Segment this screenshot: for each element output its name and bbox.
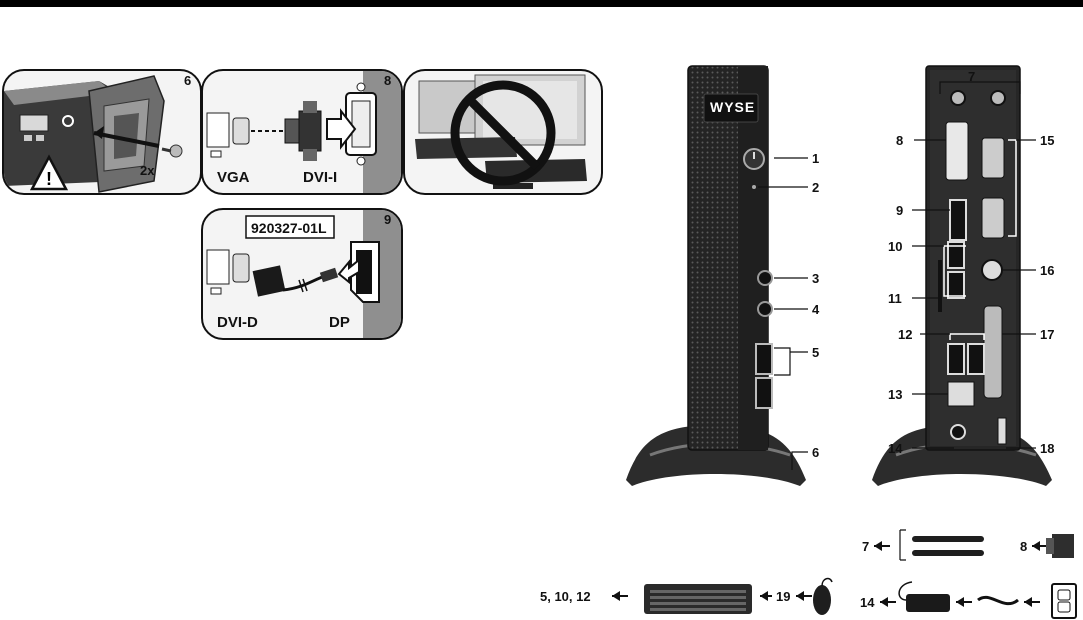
front-callout-4: 4 bbox=[812, 302, 819, 317]
kensington-slot-icon bbox=[938, 260, 942, 312]
ethernet-port-icon bbox=[948, 382, 974, 406]
rear-callout-16: 16 bbox=[1040, 263, 1054, 278]
serial-port-icon bbox=[982, 198, 1004, 238]
rear-callout-18: 18 bbox=[1040, 441, 1054, 456]
rear-callout-13: 13 bbox=[888, 387, 902, 402]
power-adapter-icon bbox=[906, 594, 950, 612]
rear-callout-10: 10 bbox=[888, 239, 902, 254]
adapter-label: 8 bbox=[1020, 539, 1027, 554]
wall-outlet-icon bbox=[1052, 584, 1076, 618]
headphone-jack-icon bbox=[758, 271, 772, 285]
displayport-icon bbox=[950, 200, 966, 240]
usb3-port-icon bbox=[968, 344, 984, 374]
parallel-port-icon bbox=[984, 306, 1002, 398]
power-jack-icon bbox=[951, 425, 965, 439]
front-callout-3: 3 bbox=[812, 271, 819, 286]
dvi-port-icon bbox=[946, 122, 968, 180]
power-adapter-label: 14 bbox=[860, 595, 874, 610]
antenna-connector-icon bbox=[991, 91, 1005, 105]
power-cord-icon bbox=[978, 597, 1018, 603]
rear-callout-12: 12 bbox=[898, 327, 912, 342]
rear-callout-17: 17 bbox=[1040, 327, 1054, 342]
mouse-icon bbox=[813, 585, 831, 615]
dvi-vga-adapter-icon bbox=[1052, 534, 1074, 558]
mic-jack-icon bbox=[758, 302, 772, 316]
front-callout-2: 2 bbox=[812, 180, 819, 195]
antenna-icon bbox=[912, 550, 984, 556]
rear-callout-15: 15 bbox=[1040, 133, 1054, 148]
accessories bbox=[612, 530, 1076, 618]
rear-view bbox=[872, 66, 1052, 486]
antenna-label: 7 bbox=[862, 539, 869, 554]
usb-port-icon bbox=[756, 344, 772, 374]
rear-callout-7: 7 bbox=[968, 69, 975, 84]
front-view bbox=[626, 66, 808, 486]
usb-port-icon bbox=[948, 272, 964, 298]
serial-port-icon bbox=[982, 138, 1004, 178]
rear-callout-11: 11 bbox=[888, 291, 902, 306]
mouse-label: 19 bbox=[776, 589, 790, 604]
rear-callout-9: 9 bbox=[896, 203, 903, 218]
usb3-port-icon bbox=[948, 344, 964, 374]
led-icon bbox=[752, 185, 756, 189]
device-logo: WYSE bbox=[710, 99, 755, 115]
keyboard-label: 5, 10, 12 bbox=[540, 589, 591, 604]
rear-callout-8: 8 bbox=[896, 133, 903, 148]
ps2-port-icon bbox=[982, 260, 1002, 280]
antenna-icon bbox=[912, 536, 984, 542]
rear-callout-14: 14 bbox=[888, 441, 902, 456]
antenna-connector-icon bbox=[951, 91, 965, 105]
front-callout-1: 1 bbox=[812, 151, 819, 166]
usb-port-icon bbox=[756, 378, 772, 408]
security-slot-icon bbox=[998, 418, 1006, 444]
front-callout-6: 6 bbox=[812, 445, 819, 460]
front-callout-5: 5 bbox=[812, 345, 819, 360]
